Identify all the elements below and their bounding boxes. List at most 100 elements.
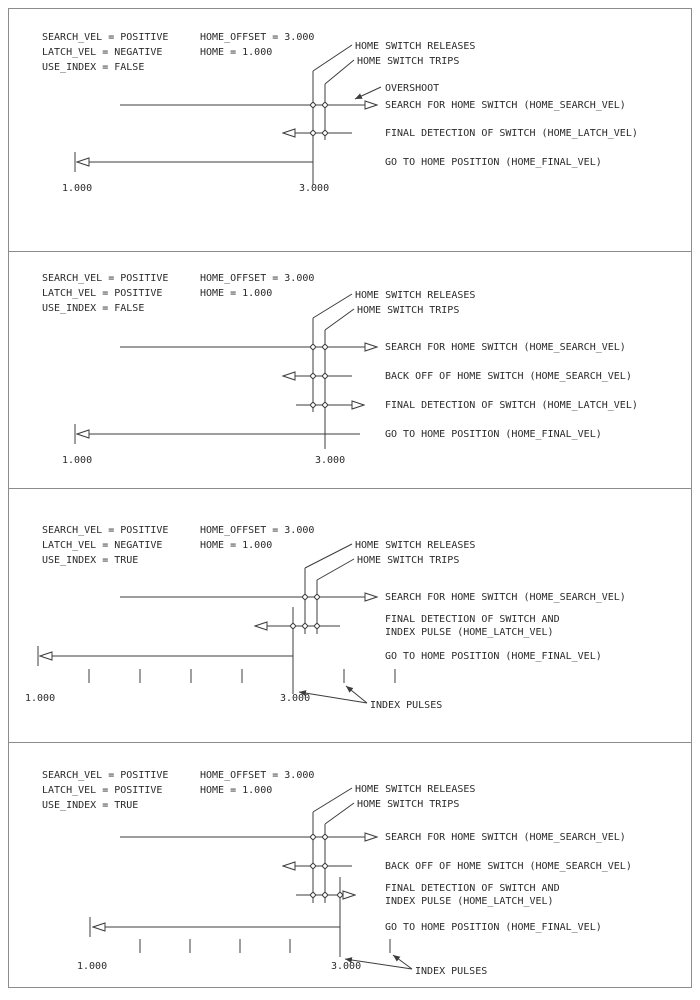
panel-1-axis-labels: 1.000 3.000 <box>62 183 329 194</box>
releases-label: HOME SWITCH RELEASES <box>355 290 475 301</box>
panel-2: SEARCH_VEL = POSITIVE LATCH_VEL = POSITI… <box>8 252 692 489</box>
crossing-marker <box>313 622 321 630</box>
trips-leader-line <box>316 558 355 581</box>
panel-4-params: SEARCH_VEL = POSITIVE LATCH_VEL = POSITI… <box>42 770 314 811</box>
home-position-value: 1.000 <box>62 183 92 194</box>
panel-1-overshoot-callout: OVERSHOOT <box>354 83 439 100</box>
home-row-label: GO TO HOME POSITION (HOME_FINAL_VEL) <box>385 922 602 933</box>
crossing-marker <box>309 401 317 409</box>
releases-leader-line <box>304 543 353 569</box>
index-pulses-leader-line <box>344 957 413 970</box>
crossing-marker <box>321 372 329 380</box>
homing-diagram-panel-3: SEARCH_VEL = POSITIVE LATCH_VEL = NEGATI… <box>25 525 626 711</box>
overshoot-label: OVERSHOOT <box>385 83 439 94</box>
param-home: HOME = 1.000 <box>200 540 272 551</box>
releases-label: HOME SWITCH RELEASES <box>355 41 475 52</box>
param-search-vel: SEARCH_VEL = POSITIVE <box>42 770 168 781</box>
panel-1-params: SEARCH_VEL = POSITIVE LATCH_VEL = NEGATI… <box>42 32 314 73</box>
param-use-index: USE_INDEX = TRUE <box>42 800 138 811</box>
search-row-label: SEARCH FOR HOME SWITCH (HOME_SEARCH_VEL) <box>385 592 626 603</box>
offset-position-value: 3.000 <box>280 693 310 704</box>
crossing-marker <box>321 129 329 137</box>
trips-leader-line <box>324 802 355 825</box>
param-latch-vel: LATCH_VEL = POSITIVE <box>42 785 162 796</box>
panel-3-index-pulses: INDEX PULSES <box>88 669 442 711</box>
panel-4-final-row: FINAL DETECTION OF SWITCH AND INDEX PULS… <box>296 883 560 907</box>
panel-1-home-row: GO TO HOME POSITION (HOME_FINAL_VEL) <box>74 152 602 172</box>
param-search-vel: SEARCH_VEL = POSITIVE <box>42 525 168 536</box>
offset-position-value: 3.000 <box>299 183 329 194</box>
releases-leader-line <box>312 44 353 72</box>
final-row-label-line2: INDEX PULSE (HOME_LATCH_VEL) <box>385 627 554 638</box>
panel-2-final-row: FINAL DETECTION OF SWITCH (HOME_LATCH_VE… <box>296 400 638 411</box>
param-use-index: USE_INDEX = TRUE <box>42 555 138 566</box>
panel-2-params: SEARCH_VEL = POSITIVE LATCH_VEL = POSITI… <box>42 273 314 314</box>
param-search-vel: SEARCH_VEL = POSITIVE <box>42 32 168 43</box>
panel-2-backoff-row: BACK OFF OF HOME SWITCH (HOME_SEARCH_VEL… <box>283 371 632 382</box>
overshoot-leader-line <box>354 86 382 100</box>
releases-leader-line <box>312 293 353 319</box>
offset-position-value: 3.000 <box>315 455 345 466</box>
search-row-label: SEARCH FOR HOME SWITCH (HOME_SEARCH_VEL) <box>385 342 626 353</box>
releases-label: HOME SWITCH RELEASES <box>355 540 475 551</box>
trips-label: HOME SWITCH TRIPS <box>357 305 459 316</box>
crossing-marker <box>309 101 317 109</box>
panel-3-final-row: FINAL DETECTION OF SWITCH AND INDEX PULS… <box>255 614 560 638</box>
home-row-label: GO TO HOME POSITION (HOME_FINAL_VEL) <box>385 157 602 168</box>
index-pulses-leader-line <box>392 954 413 970</box>
crossing-marker <box>336 891 344 899</box>
index-pulses-leader-line <box>345 685 368 704</box>
trips-label: HOME SWITCH TRIPS <box>357 555 459 566</box>
crossing-marker <box>321 833 329 841</box>
final-row-label-line1: FINAL DETECTION OF SWITCH AND <box>385 614 560 625</box>
panel-3-home-row: GO TO HOME POSITION (HOME_FINAL_VEL) <box>37 646 602 666</box>
panel-3-search-row: SEARCH FOR HOME SWITCH (HOME_SEARCH_VEL) <box>120 592 626 603</box>
final-row-label-line1: FINAL DETECTION OF SWITCH AND <box>385 883 560 894</box>
param-home-offset: HOME_OFFSET = 3.000 <box>200 770 314 781</box>
final-row-label: FINAL DETECTION OF SWITCH (HOME_LATCH_VE… <box>385 400 638 411</box>
trips-label: HOME SWITCH TRIPS <box>357 799 459 810</box>
homing-sequences-figure: SEARCH_VEL = POSITIVE LATCH_VEL = NEGATI… <box>8 8 692 988</box>
releases-leader-line <box>312 787 353 813</box>
homing-diagram-panel-2: SEARCH_VEL = POSITIVE LATCH_VEL = POSITI… <box>42 273 638 466</box>
param-use-index: USE_INDEX = FALSE <box>42 62 144 73</box>
crossing-marker <box>301 593 309 601</box>
param-latch-vel: LATCH_VEL = NEGATIVE <box>42 540 162 551</box>
param-home-offset: HOME_OFFSET = 3.000 <box>200 525 314 536</box>
home-row-label: GO TO HOME POSITION (HOME_FINAL_VEL) <box>385 429 602 440</box>
panel-4-switch-callouts: HOME SWITCH RELEASES HOME SWITCH TRIPS <box>312 784 475 957</box>
panel-4: SEARCH_VEL = POSITIVE LATCH_VEL = POSITI… <box>8 743 692 988</box>
final-row-label: FINAL DETECTION OF SWITCH (HOME_LATCH_VE… <box>385 128 638 139</box>
crossing-marker <box>309 862 317 870</box>
crossing-marker <box>301 622 309 630</box>
panel-3-axis-labels: 1.000 3.000 <box>25 693 310 704</box>
home-position-value: 1.000 <box>77 961 107 972</box>
param-home-offset: HOME_OFFSET = 3.000 <box>200 32 314 43</box>
param-home: HOME = 1.000 <box>200 47 272 58</box>
panel-4-search-row: SEARCH FOR HOME SWITCH (HOME_SEARCH_VEL) <box>120 832 626 843</box>
panel-1: SEARCH_VEL = POSITIVE LATCH_VEL = NEGATI… <box>8 8 692 252</box>
param-search-vel: SEARCH_VEL = POSITIVE <box>42 273 168 284</box>
offset-position-value: 3.000 <box>331 961 361 972</box>
panel-4-axis-labels: 1.000 3.000 <box>77 961 361 972</box>
param-home: HOME = 1.000 <box>200 785 272 796</box>
panel-2-search-row: SEARCH FOR HOME SWITCH (HOME_SEARCH_VEL) <box>120 342 626 353</box>
trips-leader-line <box>324 308 355 331</box>
param-use-index: USE_INDEX = FALSE <box>42 303 144 314</box>
crossing-marker <box>309 343 317 351</box>
trips-leader-line <box>324 59 355 85</box>
home-position-value: 1.000 <box>25 693 55 704</box>
homing-diagram-panel-4: SEARCH_VEL = POSITIVE LATCH_VEL = POSITI… <box>42 770 632 977</box>
home-position-value: 1.000 <box>62 455 92 466</box>
crossing-marker <box>289 622 297 630</box>
backoff-row-label: BACK OFF OF HOME SWITCH (HOME_SEARCH_VEL… <box>385 861 632 872</box>
final-row-label-line2: INDEX PULSE (HOME_LATCH_VEL) <box>385 896 554 907</box>
index-pulses-label: INDEX PULSES <box>415 966 487 977</box>
panel-2-switch-callouts: HOME SWITCH RELEASES HOME SWITCH TRIPS <box>312 290 475 449</box>
search-row-label: SEARCH FOR HOME SWITCH (HOME_SEARCH_VEL) <box>385 832 626 843</box>
panel-3: SEARCH_VEL = POSITIVE LATCH_VEL = NEGATI… <box>8 489 692 743</box>
param-latch-vel: LATCH_VEL = POSITIVE <box>42 288 162 299</box>
panel-1-final-row: FINAL DETECTION OF SWITCH (HOME_LATCH_VE… <box>283 128 638 139</box>
crossing-marker <box>321 101 329 109</box>
panel-4-home-row: GO TO HOME POSITION (HOME_FINAL_VEL) <box>89 917 602 937</box>
